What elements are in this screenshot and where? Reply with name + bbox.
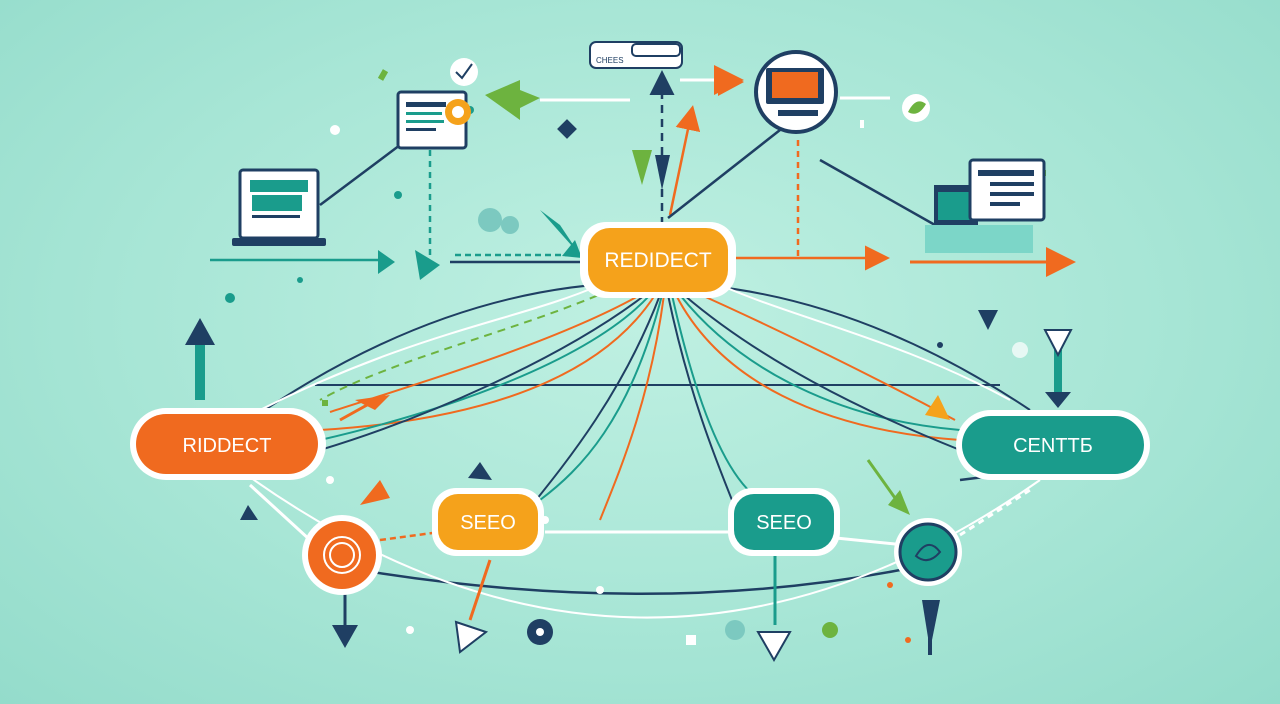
seo-left-label: SEEO	[460, 512, 516, 534]
content-right-node: CENTTБ	[956, 410, 1150, 480]
arrows	[185, 68, 1073, 663]
target-icon	[302, 515, 382, 595]
seo-right-label: SEEO	[756, 512, 812, 534]
center-node-label: REDIDECT	[604, 249, 712, 272]
right-node-label: CENTTБ	[1013, 435, 1093, 457]
leaf-circle-icon	[894, 518, 962, 586]
small-target-icon	[527, 619, 553, 645]
top-badge: CHEES	[589, 41, 683, 69]
checkmark-icon	[450, 58, 478, 86]
left-node-label: RIDDECT	[183, 435, 272, 457]
laptop-icon	[232, 168, 326, 246]
node-links	[210, 65, 1076, 547]
leaf-icon	[902, 94, 930, 122]
redirect-center-node: REDIDECT	[580, 222, 736, 298]
document-icon	[396, 90, 471, 150]
badge-label: CHEES	[596, 56, 624, 65]
seo-right-node: SEEO	[728, 488, 840, 556]
desktop-window-icon	[925, 158, 1046, 253]
connection-fan	[259, 284, 1011, 521]
seo-left-node: SEEO	[432, 488, 544, 556]
circle-monitor-icon	[754, 50, 838, 134]
redirect-left-node: RIDDECT	[130, 408, 326, 480]
